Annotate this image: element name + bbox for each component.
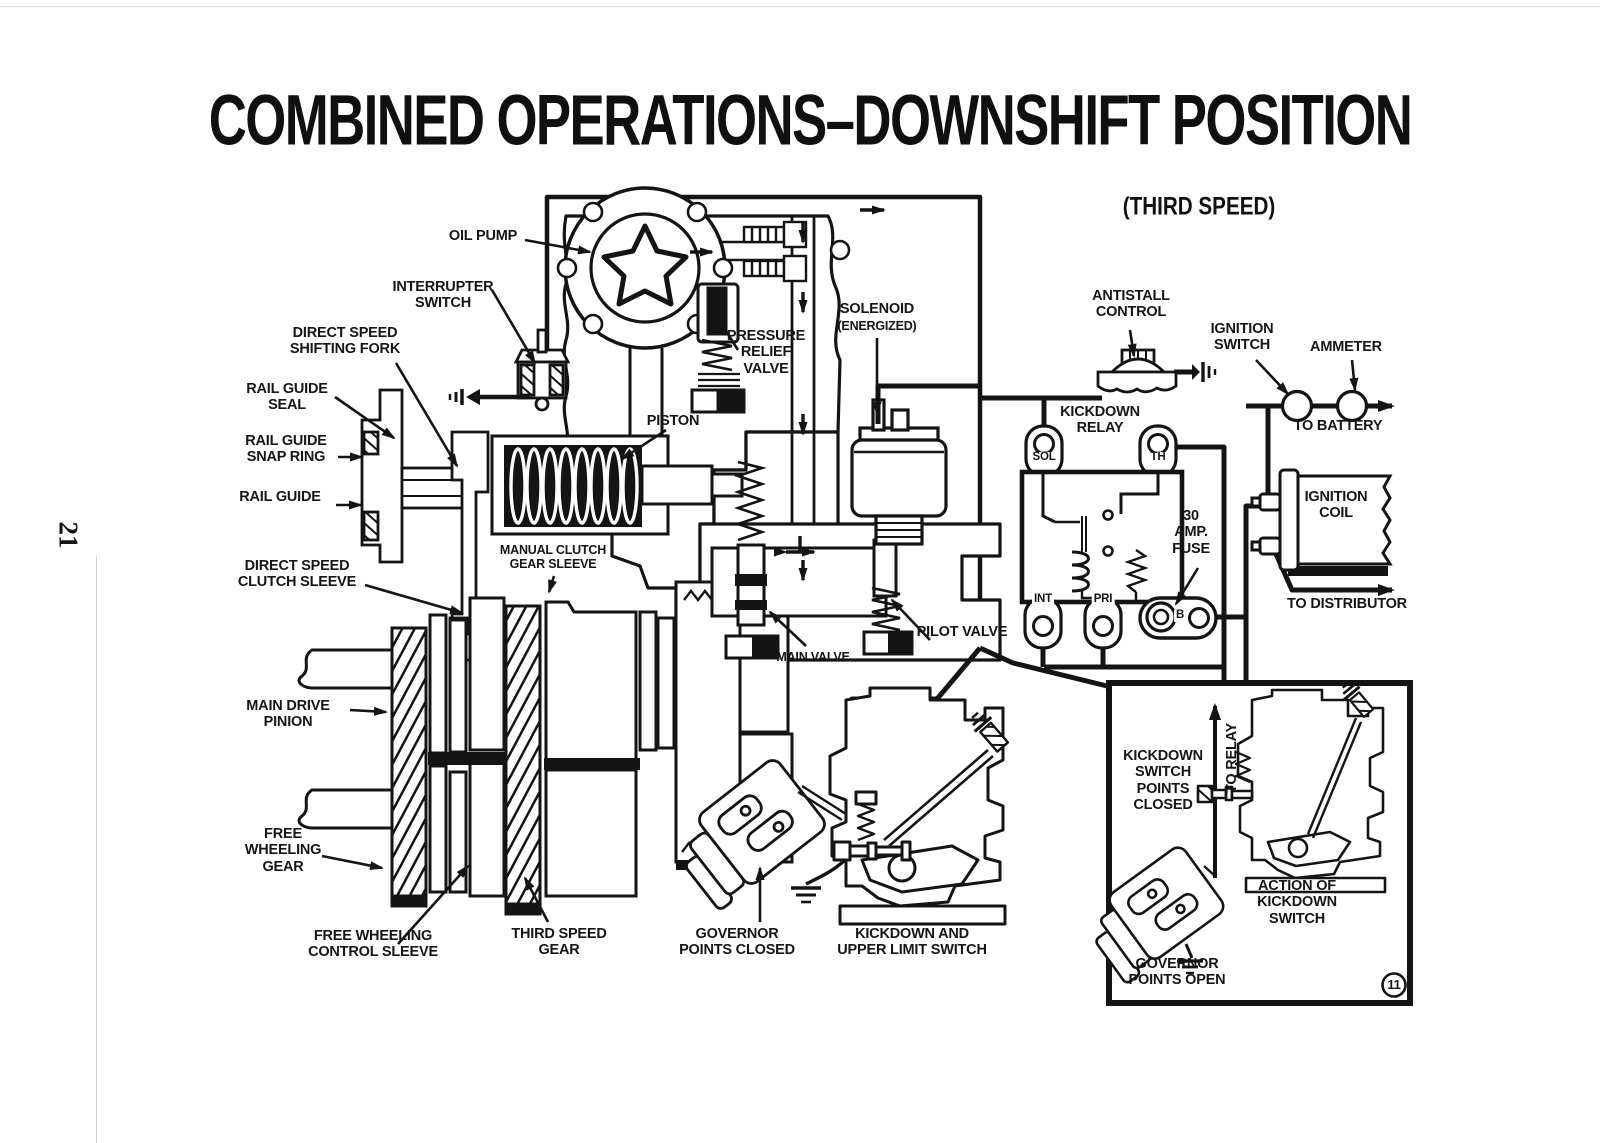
label-oil-pump: OIL PUMP	[448, 228, 518, 244]
antistall-control-drawing	[1096, 348, 1217, 394]
pressure-relief-valve-drawing	[690, 282, 746, 414]
label-direct-speed-clutch-sleeve: DIRECT SPEED CLUTCH SLEEVE	[237, 558, 357, 591]
label-to-relay: TO RELAY	[1223, 722, 1240, 794]
flow-arrows	[690, 205, 886, 582]
piston-drawing	[490, 434, 744, 536]
label-governor-points-open: GOVERNOR POINTS OPEN	[1128, 956, 1226, 989]
label-direct-speed-shifting-fork: DIRECT SPEED SHIFTING FORK	[289, 325, 401, 358]
label-manual-clutch-gear-sleeve: MANUAL CLUTCH GEAR SLEEVE	[499, 543, 607, 572]
label-kickdown-relay: KICKDOWN RELAY	[1060, 404, 1140, 437]
label-rail-guide-seal: RAIL GUIDE SEAL	[246, 381, 328, 414]
label-main-drive-pinion: MAIN DRIVE PINION	[246, 698, 330, 731]
label-to-battery: TO BATTERY	[1293, 418, 1383, 434]
label-interrupter-switch: INTERRUPTER SWITCH	[392, 279, 494, 312]
figure-number: 11	[1387, 977, 1401, 992]
inset-box	[1095, 680, 1413, 1006]
label-ammeter: AMMETER	[1310, 339, 1382, 355]
label-free-wheeling-gear: FREE WHEELING GEAR	[244, 826, 322, 875]
label-ignition-switch: IGNITION SWITCH	[1210, 321, 1274, 354]
label-piston: PISTON	[646, 413, 700, 429]
relay-terminal-int: INT	[1032, 593, 1054, 606]
page-number: 21	[53, 521, 84, 549]
label-fuse: 30 AMP. FUSE	[1172, 508, 1210, 557]
label-free-wheeling-control-sleeve: FREE WHEELING CONTROL SLEEVE	[308, 928, 438, 961]
label-governor-points-closed: GOVERNOR POINTS CLOSED	[679, 926, 795, 959]
label-third-speed-gear: THIRD SPEED GEAR	[511, 926, 607, 959]
scan-artifact-top	[0, 6, 1600, 7]
scan-artifact-left	[96, 556, 97, 1143]
relay-terminal-sol: SOL	[1030, 451, 1058, 464]
interrupter-switch-drawing	[448, 328, 571, 412]
label-rail-guide: RAIL GUIDE	[239, 489, 321, 505]
kickdown-switch-drawing	[828, 686, 1010, 926]
relay-terminal-th: TH	[1148, 451, 1168, 464]
page-subtitle: (THIRD SPEED)	[1122, 192, 1276, 221]
label-pilot-valve: PILOT VALVE	[916, 624, 1008, 640]
label-to-distributor: TO DISTRIBUTOR	[1287, 596, 1407, 612]
relay-terminal-b: B	[1173, 609, 1187, 622]
ignition-coil-drawing	[1250, 468, 1393, 576]
oil-pump-drawing	[556, 186, 851, 458]
leader-arrows	[321, 238, 1359, 945]
label-ignition-coil: IGNITION COIL	[1304, 489, 1368, 522]
label-pressure-relief-valve: PRESSURE RELIEF VALVE	[726, 328, 806, 377]
label-kickdown-switch-points-closed: KICKDOWN SWITCH POINTS CLOSED	[1123, 748, 1203, 814]
label-main-valve: MAIN VALVE	[776, 650, 850, 664]
label-solenoid-state: (ENERGIZED)	[837, 319, 917, 333]
valve-body-drawing	[710, 460, 914, 660]
label-solenoid: SOLENOID	[839, 301, 915, 317]
page-title: COMBINED OPERATIONS–DOWNSHIFT POSITION	[208, 79, 1413, 160]
solenoid-drawing	[850, 398, 948, 546]
label-antistall-control: ANTISTALL CONTROL	[1092, 288, 1170, 321]
label-action-of-kickdown-switch: ACTION OF KICKDOWN SWITCH	[1257, 878, 1337, 927]
label-rail-guide-snap-ring: RAIL GUIDE SNAP RING	[245, 433, 327, 466]
relay-terminal-pri: PRI	[1091, 593, 1115, 606]
label-kickdown-upper-limit-switch: KICKDOWN AND UPPER LIMIT SWITCH	[837, 926, 987, 959]
governor-drawing	[685, 759, 847, 910]
